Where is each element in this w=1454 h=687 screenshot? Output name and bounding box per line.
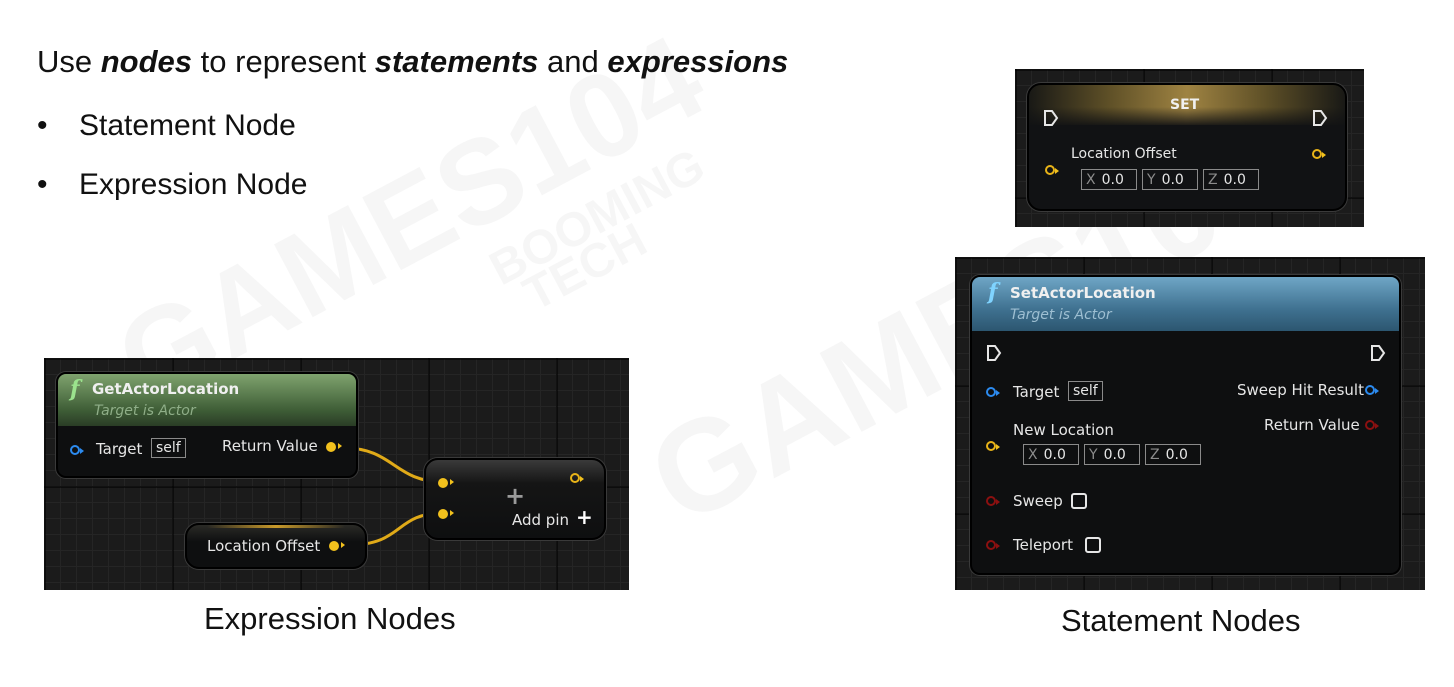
sweep-checkbox[interactable] <box>1071 493 1087 509</box>
add-operator-icon: + <box>505 482 526 510</box>
getter-highlight <box>207 525 345 528</box>
add-pin-plus-icon[interactable]: + <box>576 505 593 529</box>
z-value: 0.0 <box>1223 172 1246 188</box>
bullet-expression-node: • Expression Node <box>37 168 307 202</box>
teleport-checkbox[interactable] <box>1085 537 1101 553</box>
target-label: Target <box>1013 383 1060 401</box>
set-node-panel[interactable]: SET Location Offset X 0.0 Y 0.0 Z 0.0 <box>1015 69 1364 227</box>
sweep-label: Sweep <box>1013 492 1063 510</box>
y-value: 0.0 <box>1103 447 1126 463</box>
intro-expressions: expressions <box>607 44 789 79</box>
x-axis-label: X <box>1086 172 1096 188</box>
exec-in-pin[interactable] <box>986 344 1002 362</box>
x-value: 0.0 <box>1101 172 1124 188</box>
statement-nodes-caption: Statement Nodes <box>1061 603 1301 638</box>
bullet-label: Statement Node <box>79 109 296 142</box>
exec-out-pin[interactable] <box>1370 344 1386 362</box>
set-actor-location-node[interactable]: f SetActorLocation Target is Actor Targe… <box>970 275 1401 575</box>
return-value-label: Return Value <box>222 437 318 455</box>
node-subtitle: Target is Actor <box>1010 307 1112 323</box>
z-field[interactable]: Z 0.0 <box>1203 169 1259 190</box>
return-value-pin[interactable] <box>326 442 342 452</box>
target-value[interactable]: self <box>1068 381 1103 401</box>
x-field[interactable]: X 0.0 <box>1081 169 1137 190</box>
sweep-hit-result-pin[interactable] <box>1365 385 1379 395</box>
add-node[interactable]: + Add pin + <box>424 458 606 540</box>
x-value: 0.0 <box>1043 447 1066 463</box>
bullet-dot: • <box>37 168 48 201</box>
y-axis-label: Y <box>1089 447 1098 463</box>
set-node[interactable]: SET Location Offset X 0.0 Y 0.0 Z 0.0 <box>1027 83 1347 211</box>
add-output-pin[interactable] <box>570 473 584 483</box>
statement-graph-panel[interactable]: f SetActorLocation Target is Actor Targe… <box>955 257 1425 590</box>
z-axis-label: Z <box>1150 447 1160 463</box>
function-icon: f <box>988 279 998 305</box>
intro-mid: to represent <box>192 44 375 79</box>
teleport-label: Teleport <box>1013 536 1073 554</box>
sweep-hit-result-label: Sweep Hit Result <box>1237 381 1364 399</box>
new-location-label: New Location <box>1013 421 1114 439</box>
node-header <box>58 374 356 426</box>
x-field[interactable]: X 0.0 <box>1023 444 1079 465</box>
y-value: 0.0 <box>1161 172 1184 188</box>
add-input-a-pin[interactable] <box>438 478 454 488</box>
function-icon: f <box>70 376 80 402</box>
slide-intro: Use nodes to represent statements and ex… <box>37 44 788 80</box>
location-offset-pin[interactable] <box>329 541 345 551</box>
return-value-pin[interactable] <box>1365 420 1379 430</box>
location-offset-output-pin[interactable] <box>1312 149 1326 159</box>
z-value: 0.0 <box>1165 447 1188 463</box>
target-label: Target <box>96 440 143 458</box>
intro-and: and <box>538 44 608 79</box>
teleport-pin[interactable] <box>986 540 1000 550</box>
location-offset-input-pin[interactable] <box>1045 165 1059 175</box>
set-header-fade <box>1029 107 1345 127</box>
z-axis-label: Z <box>1208 172 1218 188</box>
target-value[interactable]: self <box>151 438 186 458</box>
set-title: SET <box>1170 97 1200 113</box>
location-offset-getter-node[interactable]: Location Offset <box>185 523 367 569</box>
location-offset-label: Location Offset <box>207 537 321 555</box>
exec-out-pin[interactable] <box>1312 109 1328 127</box>
add-input-b-pin[interactable] <box>438 509 454 519</box>
z-field[interactable]: Z 0.0 <box>1145 444 1201 465</box>
exec-in-pin[interactable] <box>1043 109 1059 127</box>
new-location-pin[interactable] <box>986 441 1000 451</box>
node-subtitle: Target is Actor <box>94 403 196 419</box>
location-offset-label: Location Offset <box>1071 146 1177 162</box>
expression-nodes-caption: Expression Nodes <box>204 601 456 636</box>
intro-statements: statements <box>374 44 539 79</box>
node-title: GetActorLocation <box>92 380 240 398</box>
bullet-dot: • <box>37 109 48 142</box>
add-pin-label[interactable]: Add pin <box>512 511 570 529</box>
node-title: SetActorLocation <box>1010 284 1156 302</box>
sweep-pin[interactable] <box>986 496 1000 506</box>
expression-graph-panel[interactable]: f GetActorLocation Target is Actor Targe… <box>44 358 629 590</box>
bullet-statement-node: • Statement Node <box>37 109 296 143</box>
watermark-small: TECH <box>515 213 656 323</box>
y-axis-label: Y <box>1147 172 1156 188</box>
y-field[interactable]: Y 0.0 <box>1142 169 1198 190</box>
watermark-small: BOOMING <box>481 138 714 297</box>
bullet-label: Expression Node <box>79 168 308 201</box>
node-header <box>972 277 1399 331</box>
y-field[interactable]: Y 0.0 <box>1084 444 1140 465</box>
intro-prefix: Use <box>37 44 101 79</box>
get-actor-location-node[interactable]: f GetActorLocation Target is Actor Targe… <box>56 372 358 478</box>
intro-nodes: nodes <box>100 44 193 79</box>
target-pin[interactable] <box>70 445 84 455</box>
return-value-label: Return Value <box>1264 416 1360 434</box>
x-axis-label: X <box>1028 447 1038 463</box>
target-pin[interactable] <box>986 387 1000 397</box>
